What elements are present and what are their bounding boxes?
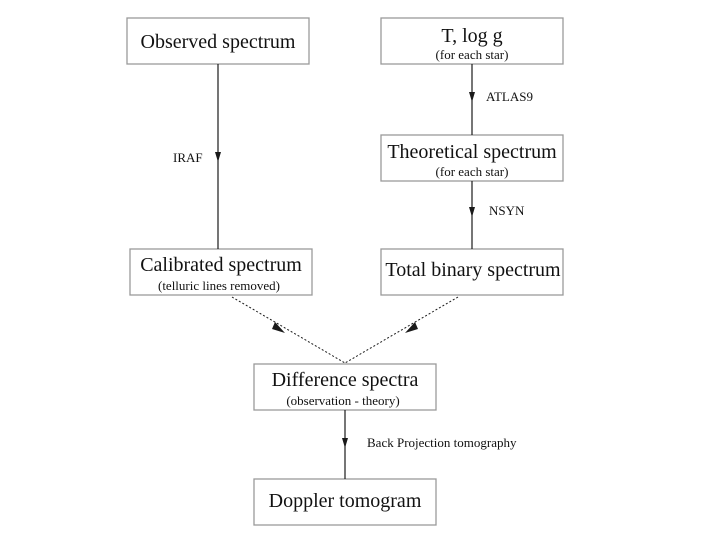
node-t-logg-title: T, log g [441,25,502,47]
edge-theoretical-to-total: NSYN [469,181,525,249]
node-theoretical-title: Theoretical spectrum [387,141,557,163]
node-observed-spectrum: Observed spectrum [126,17,310,65]
edge-calibrated-to-difference [231,296,346,364]
edge-label-nsyn: NSYN [489,203,525,218]
edge-observed-to-calibrated: IRAF [173,64,221,249]
node-theoretical-spectrum: Theoretical spectrum (for each star) [380,134,564,182]
node-calibrated-title: Calibrated spectrum [140,254,302,276]
arrowhead-diagonal [272,322,285,333]
node-doppler-title: Doppler tomogram [269,490,422,512]
node-t-logg: T, log g (for each star) [380,17,564,65]
node-observed-title: Observed spectrum [141,31,296,53]
edge-label-back-projection: Back Projection tomography [367,435,517,450]
node-t-logg-subtitle: (for each star) [436,47,509,62]
edge-total-to-difference [344,296,459,364]
node-calibrated-subtitle: (telluric lines removed) [158,278,280,293]
edge-tlogg-to-theoretical: ATLAS9 [469,64,533,135]
node-total-binary-spectrum: Total binary spectrum [380,248,564,296]
node-total-title: Total binary spectrum [385,259,561,281]
node-difference-subtitle: (observation - theory) [286,393,399,408]
arrowhead-down [342,438,348,448]
node-calibrated-spectrum: Calibrated spectrum (telluric lines remo… [129,248,313,296]
node-doppler-tomogram: Doppler tomogram [253,478,437,526]
node-difference-title: Difference spectra [272,369,419,391]
connector-line-dashed [231,296,346,364]
arrowhead-down [215,152,221,162]
arrowhead-down [469,207,475,217]
edge-difference-to-doppler: Back Projection tomography [342,410,517,479]
arrowhead-diagonal [405,322,418,333]
node-theoretical-subtitle: (for each star) [436,164,509,179]
connector-line-dashed [344,296,459,364]
edge-label-atlas9: ATLAS9 [486,89,533,104]
node-difference-spectra: Difference spectra (observation - theory… [253,363,437,411]
arrowhead-down [469,92,475,102]
edge-label-iraf: IRAF [173,150,203,165]
